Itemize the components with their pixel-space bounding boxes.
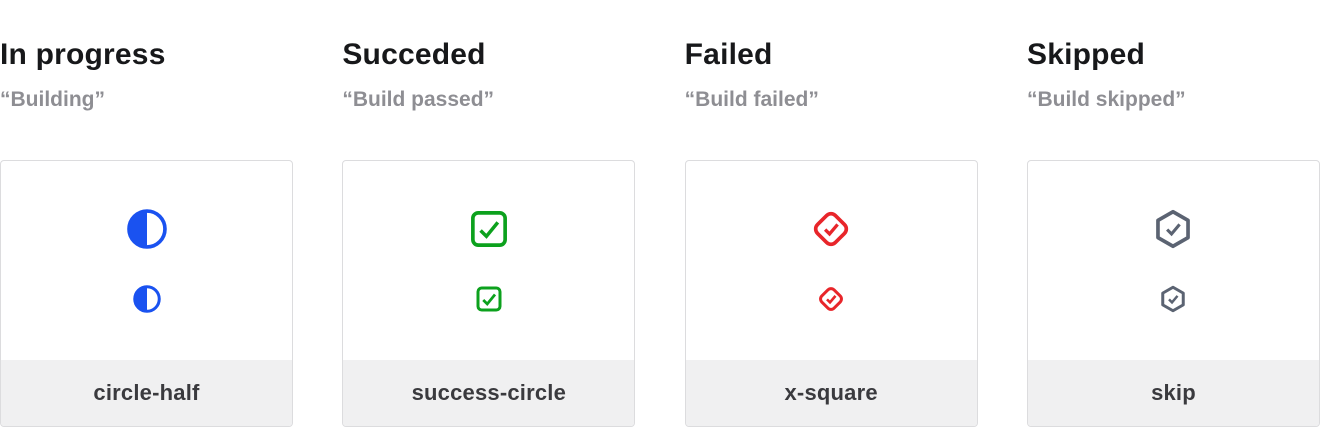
icon-card-x-square: x-square xyxy=(684,160,978,428)
column-subtitle: “Build skipped” xyxy=(1026,88,1186,111)
circle-half-icon xyxy=(125,207,169,251)
circle-half-icon-small xyxy=(132,284,162,314)
icon-preview-area xyxy=(686,161,977,360)
icon-preview-area xyxy=(1028,161,1319,360)
success-circle-icon xyxy=(467,207,511,251)
status-column-skipped: Skipped “Build skipped” skip xyxy=(1026,38,1320,436)
column-title: Skipped xyxy=(1026,38,1146,71)
column-title: Failed xyxy=(684,38,773,71)
icon-card-success-circle: success-circle xyxy=(342,160,636,428)
status-column-failed: Failed “Build failed” x-square xyxy=(684,38,978,436)
skip-icon-small xyxy=(1158,284,1188,314)
column-subtitle: “Building” xyxy=(0,88,105,111)
column-subtitle: “Build failed” xyxy=(684,88,819,111)
icon-card-skip: skip xyxy=(1026,160,1320,428)
status-column-succeded: Succeded “Build passed” success-circle xyxy=(342,38,636,436)
column-title: Succeded xyxy=(342,38,486,71)
success-circle-icon-small xyxy=(474,284,504,314)
icon-preview-area xyxy=(343,161,634,360)
icon-card-circle-half: circle-half xyxy=(0,160,293,428)
icon-name-label: circle-half xyxy=(1,360,292,427)
icon-name-label: skip xyxy=(1027,360,1319,427)
column-subtitle: “Build passed” xyxy=(342,88,495,111)
column-title: In progress xyxy=(0,38,166,71)
icon-preview-area xyxy=(1,161,292,360)
skip-icon xyxy=(1151,207,1195,251)
icon-name-label: x-square xyxy=(685,360,977,427)
x-square-icon-small xyxy=(816,284,846,314)
icon-name-label: success-circle xyxy=(343,360,635,427)
status-column-in-progress: In progress “Building” circle-half xyxy=(0,38,293,436)
x-square-icon xyxy=(809,207,853,251)
